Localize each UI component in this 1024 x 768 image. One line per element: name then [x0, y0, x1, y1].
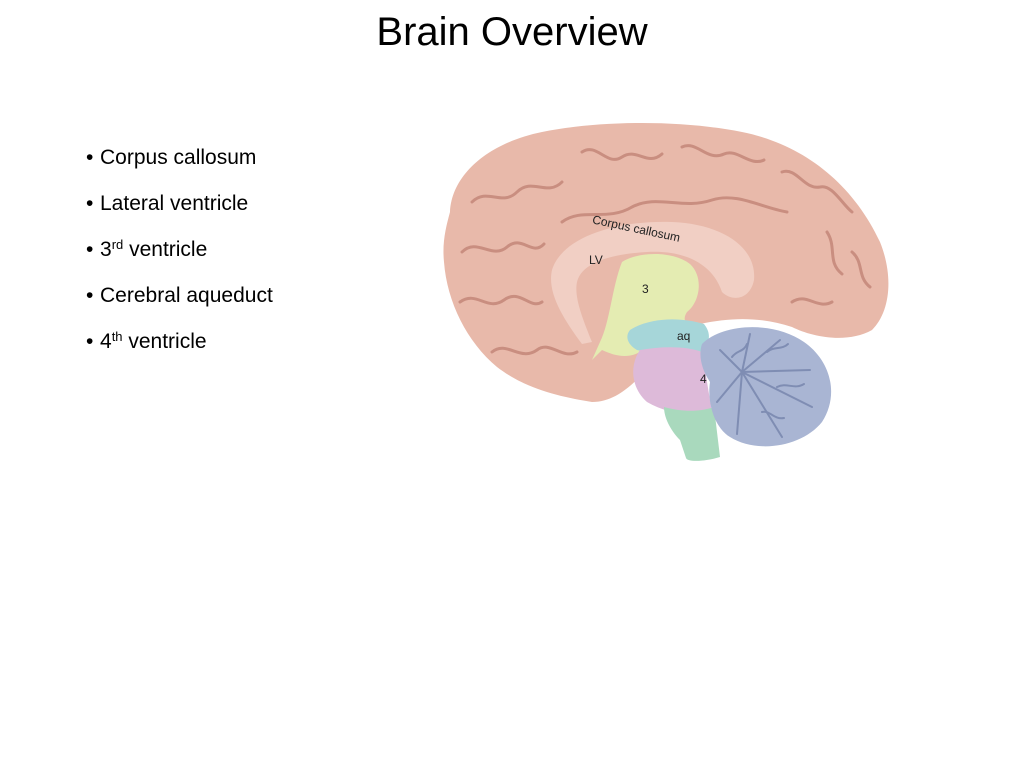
medulla-oblongata — [664, 407, 720, 461]
bullet-item: • 3rd ventricle — [86, 234, 273, 266]
bullet-item: • Lateral ventricle — [86, 188, 273, 220]
pons — [633, 347, 712, 415]
cerebellum — [700, 327, 832, 447]
corpus-callosum — [551, 221, 755, 344]
label-third-ventricle: 3 — [642, 282, 649, 296]
label-lateral-ventricle: LV — [589, 253, 603, 267]
bullet-text: 3 — [100, 238, 112, 261]
bullet-item: • Cerebral aqueduct — [86, 280, 273, 312]
bullet-superscript: th — [111, 329, 123, 344]
bullet-dot-icon: • — [86, 330, 94, 353]
bullet-dot-icon: • — [86, 238, 94, 261]
label-cerebral-aqueduct: aq — [677, 329, 690, 343]
cortex-sulci — [458, 144, 872, 356]
bullet-dot-icon: • — [86, 146, 94, 169]
bullet-dot-icon: • — [86, 192, 94, 215]
bullet-text-suffix: ventricle — [122, 330, 207, 353]
bullet-text: Lateral ventricle — [100, 192, 249, 215]
bullet-text: 4 — [100, 330, 112, 353]
cerebellum-folia — [716, 333, 813, 438]
cerebral-aqueduct — [627, 319, 709, 352]
bullet-list: • Corpus callosum • Lateral ventricle • 3rd… — [86, 142, 273, 372]
bullet-text: Cerebral aqueduct — [100, 284, 273, 307]
bullet-dot-icon: • — [86, 284, 94, 307]
slide-title: Brain Overview — [376, 10, 648, 54]
brain-sagittal-diagram: Corpus callosum LV 3 aq 4 — [443, 123, 889, 461]
bullet-text: Corpus callosum — [100, 146, 257, 169]
bullet-item: • Corpus callosum — [86, 142, 273, 174]
label-fourth-ventricle: 4 — [700, 372, 707, 386]
bullet-item: • 4th ventricle — [86, 326, 273, 358]
bullet-superscript: rd — [111, 237, 124, 252]
bullet-text-suffix: ventricle — [123, 238, 208, 261]
